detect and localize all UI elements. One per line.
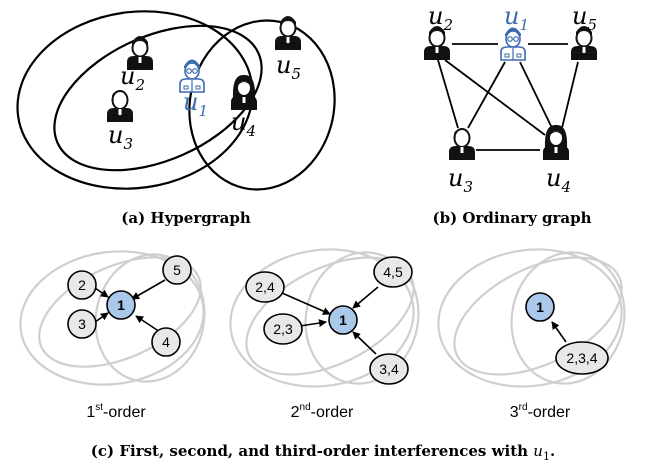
label-first-order: 1st-order <box>86 402 146 421</box>
label-u2-b: u2 <box>428 2 453 34</box>
node-second-23 <box>263 313 303 345</box>
node-second-45 <box>373 256 413 288</box>
node-third-234 <box>555 341 609 375</box>
hyperedges-first <box>19 250 206 386</box>
label-third-order: 3rd-order <box>510 402 571 421</box>
label-u5-b: u5 <box>572 2 597 34</box>
arrows-third <box>551 321 567 343</box>
node-first-2-label: 2 <box>78 277 86 293</box>
node-third-center <box>525 292 555 322</box>
arrows-first <box>94 279 166 333</box>
caption-b: (b) Ordinary graph <box>432 209 591 227</box>
node-second-23-label: 2,3 <box>273 321 293 337</box>
node-first-4-label: 4 <box>162 334 170 350</box>
label-second-order: 2nd-order <box>291 402 354 421</box>
node-second-34-label: 3,4 <box>379 361 399 377</box>
label-u3-b: u3 <box>448 164 473 196</box>
node-third-center-label: 1 <box>536 299 544 315</box>
node-first-4 <box>151 327 181 357</box>
caption-a: (a) Hypergraph <box>121 209 251 227</box>
node-second-24 <box>245 271 285 303</box>
node-second-34 <box>369 353 409 385</box>
node-first-3-label: 3 <box>78 316 86 332</box>
panel-c-third-order: 2,3,4 1 3rd-order <box>437 248 626 421</box>
graph-edges <box>437 43 579 151</box>
panel-c-second-order: 2,4 2,3 4,5 3,4 1 2nd-order <box>229 248 420 421</box>
label-u3-a: u3 <box>108 121 133 153</box>
node-first-2 <box>67 270 97 300</box>
node-second-24-label: 2,4 <box>255 279 275 295</box>
label-u1-b: u1 <box>504 2 529 34</box>
node-second-45-label: 4,5 <box>383 264 403 280</box>
label-u4-a: u4 <box>231 108 256 140</box>
user-icon-u3-a <box>106 90 134 123</box>
arrows-second <box>281 286 379 355</box>
label-u2-a: u2 <box>120 62 145 94</box>
label-u1-a: u1 <box>183 88 208 120</box>
user-icon-u4-a <box>230 73 258 111</box>
label-u5-a: u5 <box>276 51 301 83</box>
caption-c: (c) First, second, and third-order inter… <box>91 442 555 463</box>
node-second-center <box>328 305 358 335</box>
node-first-3 <box>67 309 97 339</box>
node-first-center <box>106 290 136 320</box>
hyperedge-a-left <box>16 10 254 190</box>
node-second-center-label: 1 <box>339 312 347 328</box>
panel-b-ordinary-graph: u2 u1 u5 u3 u4 <box>423 2 598 196</box>
panel-c-first-order: 2 3 5 4 1 1st-order <box>19 250 206 421</box>
panel-a-hypergraph: u2 u1 u5 u3 u4 <box>16 10 336 191</box>
node-first-5-label: 5 <box>173 262 181 278</box>
node-first-5 <box>162 255 192 285</box>
label-u4-b: u4 <box>546 164 571 196</box>
user-icon-u4-b <box>542 123 570 161</box>
node-third-234-label: 2,3,4 <box>566 350 597 366</box>
user-icon-u3-b <box>448 128 476 161</box>
node-first-center-label: 1 <box>117 297 125 313</box>
